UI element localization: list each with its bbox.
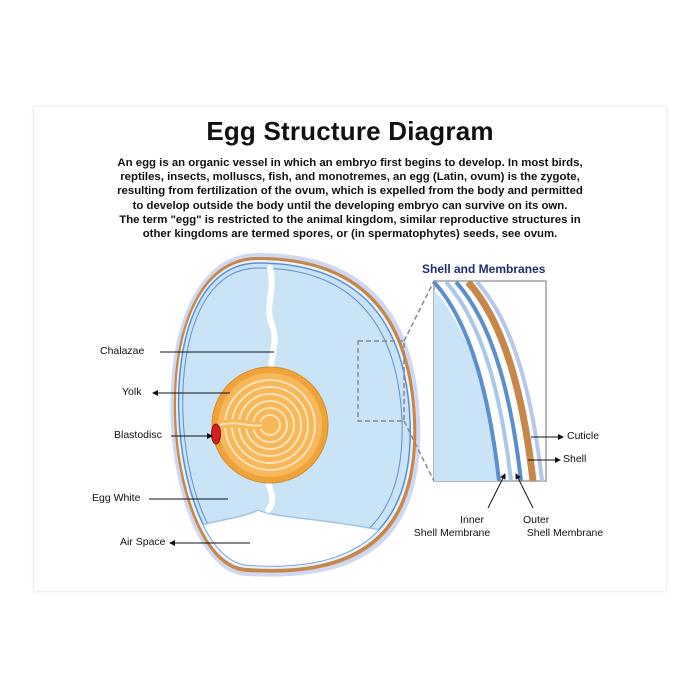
label-shell: Shell (563, 453, 587, 465)
inset-layers (434, 281, 544, 481)
label-blastodisc: Blastodisc (114, 429, 162, 441)
outer-label-line2: Shell Membrane (526, 527, 604, 539)
intro-line: resulting from fertilization of the ovum… (117, 185, 583, 198)
callout-box (357, 340, 405, 422)
page-title: Egg Structure Diagram (206, 116, 494, 146)
chalazae-upper (266, 265, 278, 385)
outer-membrane-arrow (515, 473, 534, 509)
callout-connector-bottom (403, 420, 435, 482)
label-air-space: Air Space (120, 536, 166, 548)
intro-paragraph: An egg is an organic vessel in which an … (78, 156, 622, 241)
label-yolk: Yolk (122, 386, 142, 398)
inner-label-line2: Shell Membrane (413, 527, 491, 539)
intro-line: reptiles, insects, molluscs, fish, and m… (120, 171, 580, 184)
label-chalazae: Chalazae (100, 345, 145, 357)
callout-connector-top (403, 280, 435, 342)
inner-membrane-arrow (487, 473, 506, 509)
yolk (211, 366, 329, 484)
label-egg-white: Egg White (92, 492, 141, 504)
label-cuticle: Cuticle (567, 430, 600, 442)
outer-label-line1: Outer (523, 514, 550, 526)
intro-line: other kingdoms are termed spores, or (in… (142, 228, 558, 241)
label-inner-shell-membrane: Inner Shell Membrane (400, 514, 504, 540)
label-outer-shell-membrane: Outer Shell Membrane (515, 514, 615, 540)
intro-line: An egg is an organic vessel in which an … (117, 157, 583, 169)
blastodisc (211, 423, 221, 445)
intro-line: to develop outside the body until the de… (132, 199, 568, 212)
inset-title: Shell and Membranes (422, 262, 546, 276)
inner-label-line1: Inner (460, 514, 484, 526)
intro-line: The term "egg" is restricted to the anim… (119, 213, 581, 226)
